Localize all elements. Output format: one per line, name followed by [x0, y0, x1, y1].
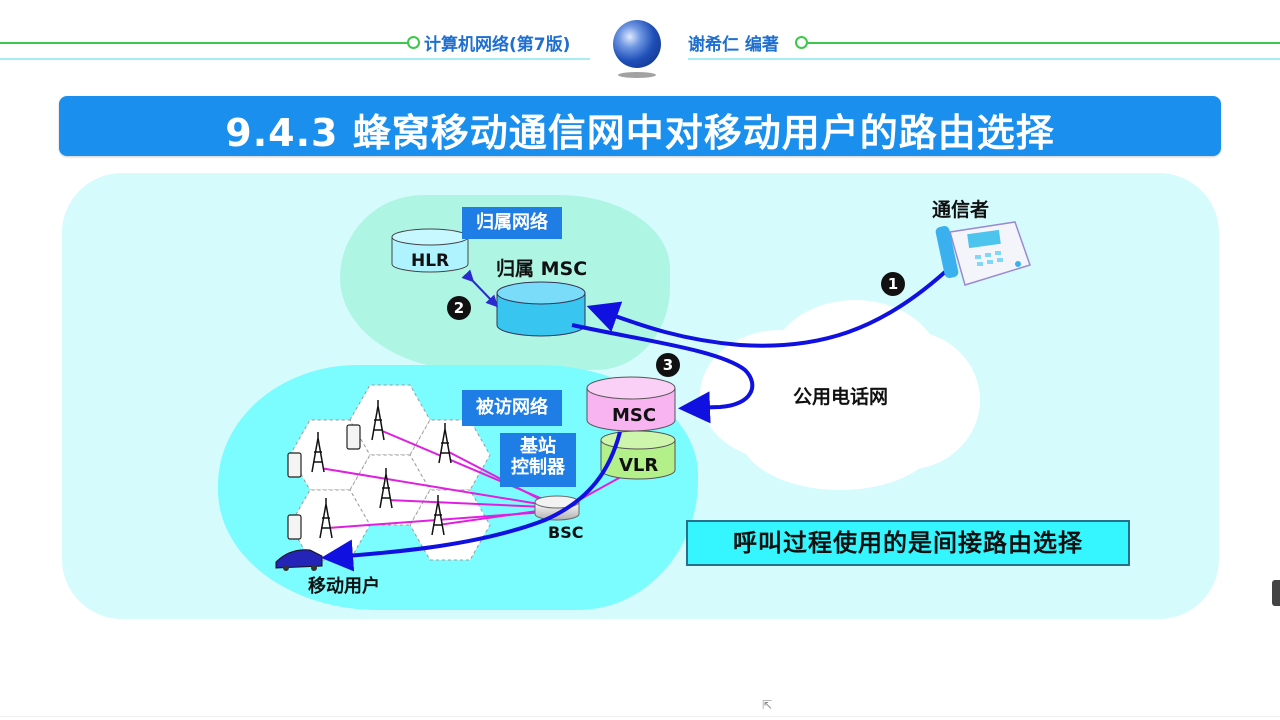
- mouse-cursor-icon: ⇱: [762, 698, 773, 712]
- bottom-divider: [0, 716, 1280, 717]
- header-line-right: [808, 42, 1280, 44]
- step2-arrow: [461, 269, 499, 308]
- step-1-badge: 1: [881, 272, 905, 296]
- car-icon: [275, 549, 323, 571]
- step-3-badge: 3: [656, 353, 680, 377]
- msc-label: MSC: [612, 405, 657, 426]
- book-title: 计算机网络(第7版): [424, 35, 571, 55]
- delivery-arrow: [321, 431, 622, 572]
- hlr-cylinder: [391, 228, 469, 273]
- header-underline-right: [688, 58, 1280, 60]
- mobile-phone-icons: [287, 424, 361, 540]
- header-underline-left: [0, 58, 590, 60]
- vlr-cylinder: [600, 430, 676, 480]
- visited-network-label: 被访网络: [462, 390, 562, 426]
- bsc-cylinder: [534, 495, 580, 521]
- bsc-controller-line1: 基站: [520, 436, 556, 457]
- home-msc-cylinder: [496, 281, 586, 337]
- vlr-label: VLR: [619, 455, 659, 476]
- tower-icons: [311, 400, 452, 539]
- step1-arrow: [586, 270, 947, 348]
- slide-title: 9.4.3 蜂窝移动通信网中对移动用户的路由选择: [225, 111, 1055, 155]
- pstn-label: 公用电话网: [793, 386, 889, 408]
- step-2-badge: 2: [447, 296, 471, 320]
- bsc-controller-label: 基站 控制器: [500, 433, 576, 487]
- header-dot-right: [795, 36, 808, 49]
- author: 谢希仁 编著: [688, 35, 779, 55]
- bsc-controller-line2: 控制器: [511, 456, 565, 478]
- bsc-label: BSC: [548, 523, 584, 542]
- header-line-left: [0, 42, 410, 44]
- home-msc-label: 归属 MSC: [496, 258, 588, 280]
- side-panel-handle[interactable]: [1272, 580, 1280, 606]
- slide-title-bar: 9.4.3 蜂窝移动通信网中对移动用户的路由选择: [59, 96, 1221, 156]
- telephone-icon: [935, 221, 1031, 286]
- caller-label: 通信者: [932, 199, 990, 221]
- globe-shadow: [618, 72, 656, 78]
- mobile-user-label: 移动用户: [308, 576, 380, 597]
- summary-box: 呼叫过程使用的是间接路由选择: [686, 520, 1130, 566]
- globe-icon: [613, 20, 661, 68]
- hlr-label: HLR: [411, 251, 450, 271]
- home-network-label: 归属网络: [462, 207, 562, 239]
- visited-msc-cylinder: [586, 376, 676, 432]
- header-dot-left: [407, 36, 420, 49]
- step3-arrow: [571, 323, 755, 424]
